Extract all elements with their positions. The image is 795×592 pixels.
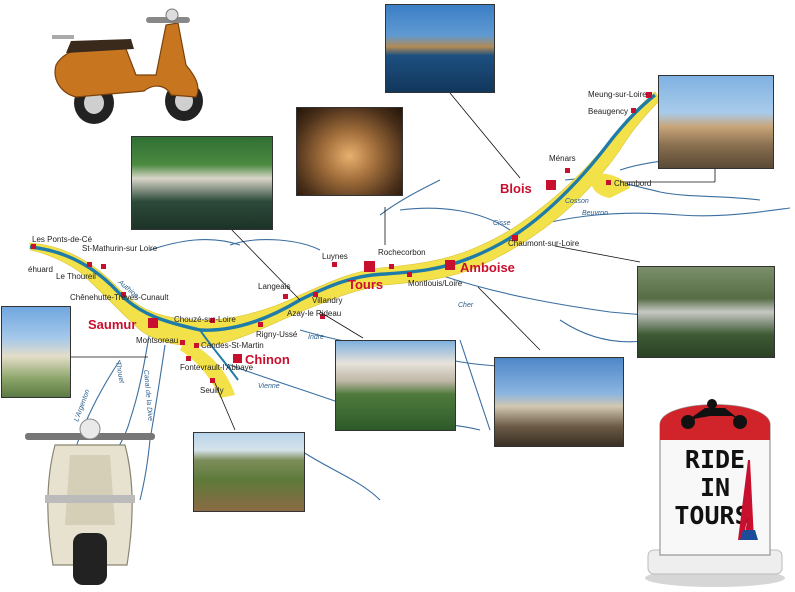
river-label-vienne: Vienne: [258, 383, 280, 390]
ride-in-tours-milestone: RIDE IN TOURS: [645, 399, 785, 587]
town-rigny: Rigny-Ussé: [256, 330, 298, 339]
town-rochecorbon: Rochecorbon: [378, 248, 426, 257]
white-scooter: [25, 418, 155, 585]
photo-azay-castle: [131, 136, 273, 230]
river-label-indre: Indre: [308, 334, 324, 341]
tributary-c: [379, 179, 441, 216]
sign-line-tours: TOURS: [674, 501, 749, 530]
town-fontevrault-label: Fontevrault-l'Abbaye: [180, 363, 254, 372]
vienne-river: [199, 329, 239, 381]
photo-fontevraud-abbey: [1, 306, 71, 398]
scooter-wheel-front: [73, 533, 107, 585]
town-chenehutte: Chênehutte-Trèves-Cunault: [70, 293, 169, 302]
town-luynes: Luynes: [322, 252, 348, 261]
photo-blois-bridge: [385, 4, 495, 93]
town-chambord: Chambord: [614, 179, 651, 188]
photo-vineyard: [193, 432, 305, 512]
milestone-red-cap: [660, 404, 770, 440]
eiffel-tower-icon: [738, 460, 758, 540]
photo-amboise-castle: [494, 357, 624, 447]
town-le-thoureil: Le Thoureil: [56, 272, 96, 281]
river-label-cher: Cher: [458, 302, 474, 309]
photo-villandry-gardens: [335, 340, 456, 431]
town-ponts-de-ce: Les Ponts-de-Cé: [32, 235, 93, 244]
town-amboise: Amboise: [460, 260, 515, 275]
town-candes: Candes-St-Martin: [201, 341, 264, 350]
town-markers: [31, 92, 652, 383]
town-langeais: Langeais: [258, 282, 290, 291]
town-chouze: Chouzé-sur-Loire: [174, 315, 236, 324]
river-label-beuvron: Beuvron: [582, 210, 608, 217]
river-label-cosson: Cosson: [565, 198, 589, 205]
scooter-seat: [66, 39, 134, 53]
river-beuvron: [519, 207, 791, 231]
town-meung: Meung-sur-Loire: [588, 90, 647, 99]
chinon-valley: [180, 340, 235, 398]
chambord-park: [590, 173, 630, 198]
tributary-b: [149, 239, 241, 251]
loire-river: [29, 93, 657, 332]
photo-chaumont-castle: [637, 266, 775, 358]
town-saumur: Saumur: [88, 317, 136, 332]
town-tours: Tours: [348, 277, 383, 292]
photo-connectors: [65, 92, 716, 431]
river-argenton: [74, 359, 121, 451]
photo-chambord-castle: [658, 75, 774, 169]
town-chinon: Chinon: [245, 352, 290, 367]
scooter-body: [54, 22, 199, 98]
town-blois: Blois: [500, 181, 532, 196]
town-st-mathurin: St-Mathurin-sur Loire: [82, 244, 158, 253]
tributary-f: [299, 449, 381, 501]
town-ehuard: éhuard: [28, 265, 53, 274]
motorcycle-icon: [681, 399, 747, 429]
tributary-a: [229, 239, 321, 251]
river-label-thouet: Thouet: [114, 361, 125, 385]
photo-troglodyte-cave: [296, 107, 403, 196]
river-cisse: [399, 207, 511, 231]
river-label-cisse: Cisse: [493, 220, 511, 227]
orange-scooter: [52, 8, 203, 124]
tributary-g: [459, 339, 491, 431]
river-label-canal-dive: Canal de la Dive: [142, 370, 153, 422]
town-montlouis: Montlouis/Loire: [408, 279, 463, 288]
town-fontevrault: Fontevrault-l'Abbaye: [180, 363, 254, 372]
sign-line-ride: RIDE: [685, 445, 745, 474]
town-azay: Azay-le Rideau: [287, 309, 341, 318]
town-beaugency: Beaugency: [588, 107, 628, 116]
town-montsoreau: Montsoreau: [136, 336, 178, 345]
town-seuilly: Seuilly: [200, 386, 224, 395]
town-menars: Ménars: [549, 154, 576, 163]
town-chaumont: Chaumont-sur-Loire: [508, 239, 580, 248]
sign-line-in: IN: [700, 473, 730, 502]
town-villandry: Villandry: [312, 296, 343, 305]
